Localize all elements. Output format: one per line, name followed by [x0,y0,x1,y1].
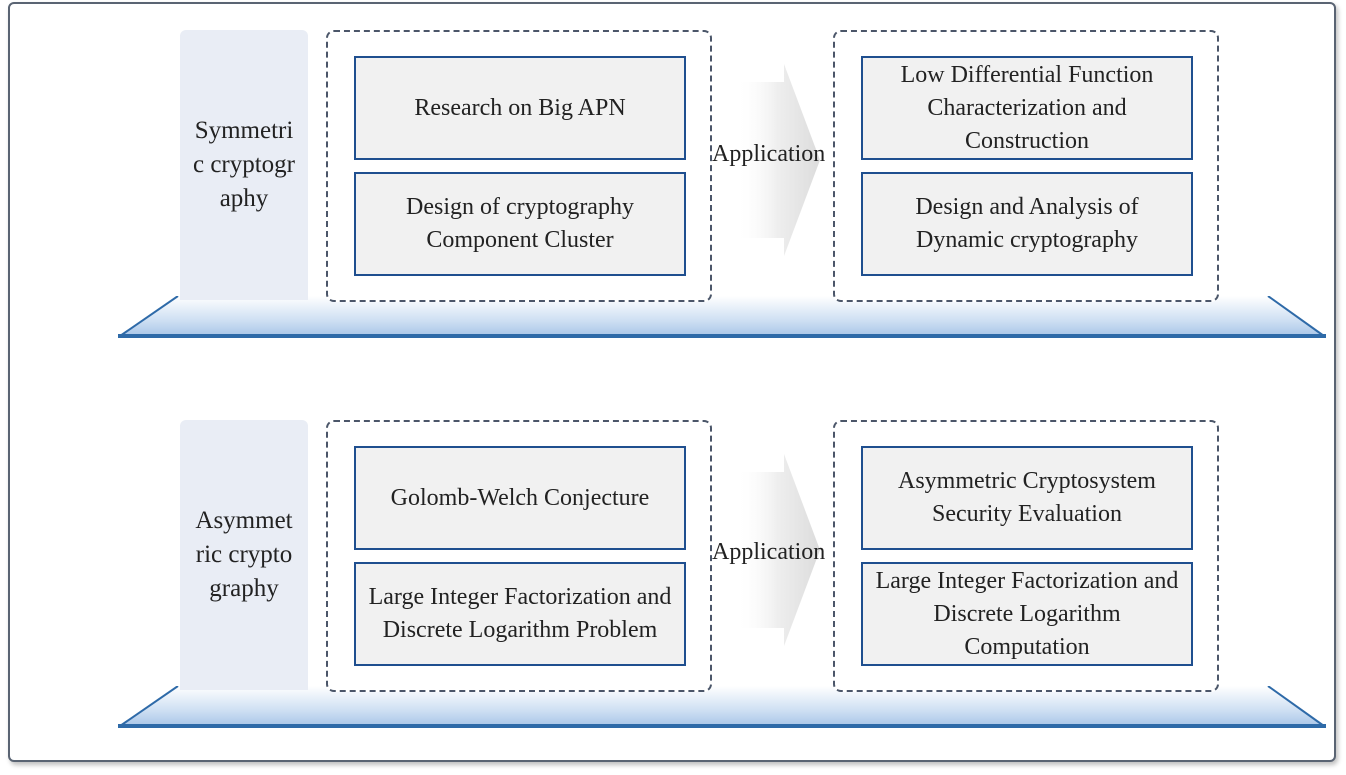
research-group: Research on Big APN Design of cryptograp… [326,30,712,302]
application-box: Asymmetric Cryptosystem Security Evaluat… [861,446,1193,550]
application-group: Low Differential Function Characterizati… [833,30,1219,302]
application-box: Low Differential Function Characterizati… [861,56,1193,160]
category-label-panel: Asymmetric cryptography [180,420,308,690]
application-arrow: Application [712,64,832,296]
row-platform-symmetric [118,296,1326,340]
research-box: Large Integer Factorization and Discrete… [354,562,686,666]
category-label: Symmetric cryptography [192,117,296,212]
application-box: Large Integer Factorization and Discrete… [861,562,1193,666]
application-group: Asymmetric Cryptosystem Security Evaluat… [833,420,1219,692]
application-box: Design and Analysis of Dynamic cryptogra… [861,172,1193,276]
category-label: Asymmetric cryptography [195,507,293,602]
arrow-label: Application [712,141,826,167]
research-group: Golomb-Welch Conjecture Large Integer Fa… [326,420,712,692]
research-box: Design of cryptography Component Cluster [354,172,686,276]
application-arrow: Application [712,454,832,686]
row-platform-asymmetric [118,686,1326,730]
arrow-label: Application [712,539,826,565]
research-box: Research on Big APN [354,56,686,160]
category-label-panel: Symmetric cryptography [180,30,308,300]
research-box: Golomb-Welch Conjecture [354,446,686,550]
